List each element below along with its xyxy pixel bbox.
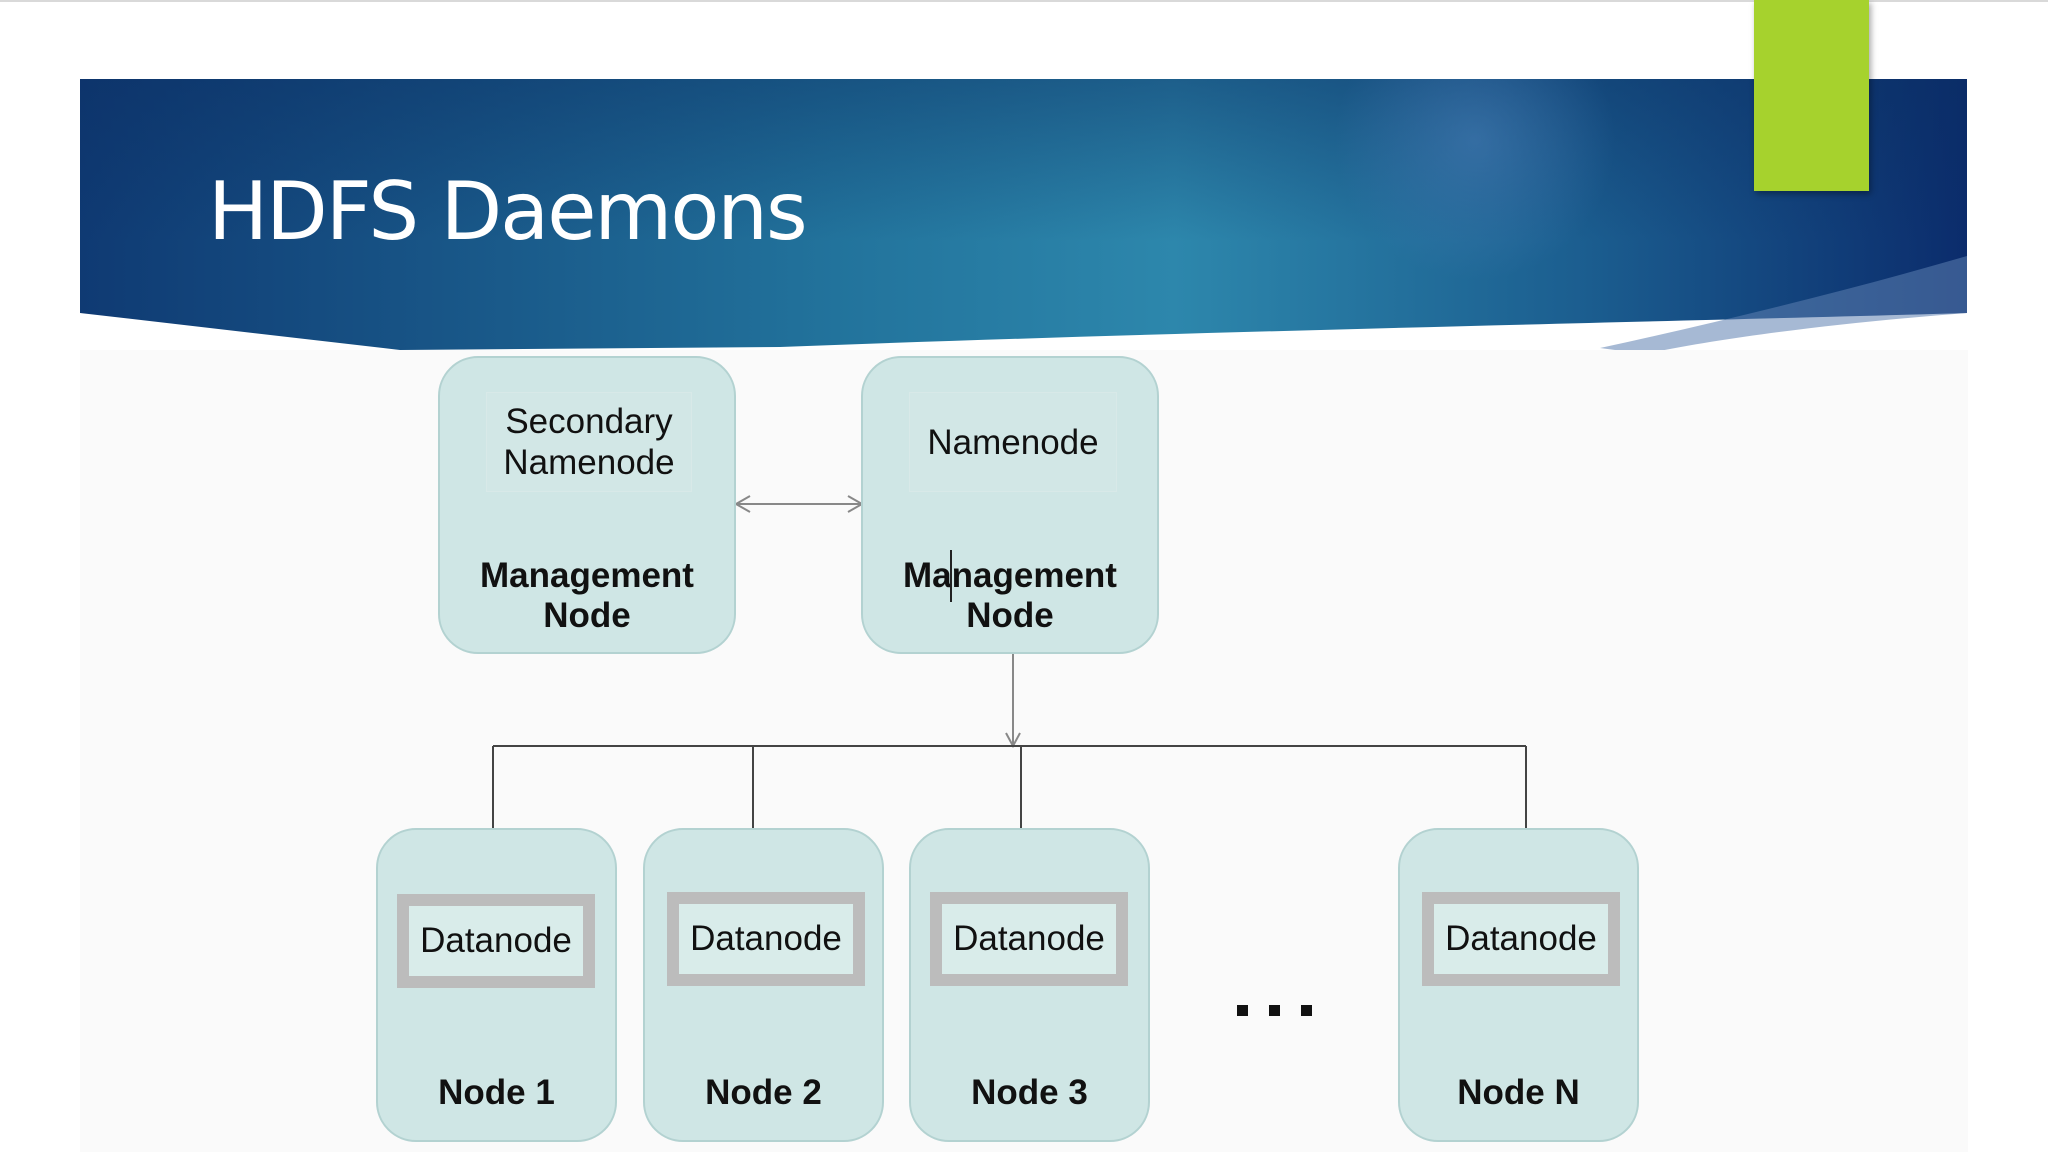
node-label-2: Node 2 xyxy=(705,1073,822,1112)
secondary-namenode-text: Secondary Namenode xyxy=(503,402,675,482)
datanode-node-3: Datanode Node 3 xyxy=(909,828,1150,1142)
datanode-node-n: Datanode Node N xyxy=(1398,828,1639,1142)
node-label-n: Node N xyxy=(1457,1073,1580,1112)
secondary-namenode-node-label: Management Node xyxy=(480,556,694,635)
namenode-management-node: Namenode Management Node xyxy=(861,356,1159,654)
datanode-text-3: Datanode xyxy=(953,919,1105,958)
datanode-text-n: Datanode xyxy=(1445,919,1597,958)
datanode-box-n: Datanode xyxy=(1422,892,1620,986)
namenode-box: Namenode xyxy=(909,392,1117,492)
namenode-text: Namenode xyxy=(927,422,1099,462)
datanode-node-1: Datanode Node 1 xyxy=(376,828,617,1142)
datanode-text-2: Datanode xyxy=(690,919,842,958)
text-cursor xyxy=(950,550,952,602)
node-label-3: Node 3 xyxy=(971,1073,1088,1112)
datanode-box-1: Datanode xyxy=(397,894,595,988)
datanode-node-2: Datanode Node 2 xyxy=(643,828,884,1142)
datanode-box-2: Datanode xyxy=(667,892,865,986)
title-banner xyxy=(80,79,1967,354)
node-label-1: Node 1 xyxy=(438,1073,555,1112)
slide-title: HDFS Daemons xyxy=(208,165,808,258)
more-nodes-ellipsis xyxy=(1215,985,1335,1025)
top-divider xyxy=(0,0,2048,2)
namenode-node-label: Management Node xyxy=(903,556,1117,635)
accent-bar xyxy=(1754,0,1869,191)
datanode-text-1: Datanode xyxy=(420,921,572,960)
secondary-namenode-box: Secondary Namenode xyxy=(486,392,692,492)
datanode-box-3: Datanode xyxy=(930,892,1128,986)
secondary-namenode-management-node: Secondary Namenode Management Node xyxy=(438,356,736,654)
